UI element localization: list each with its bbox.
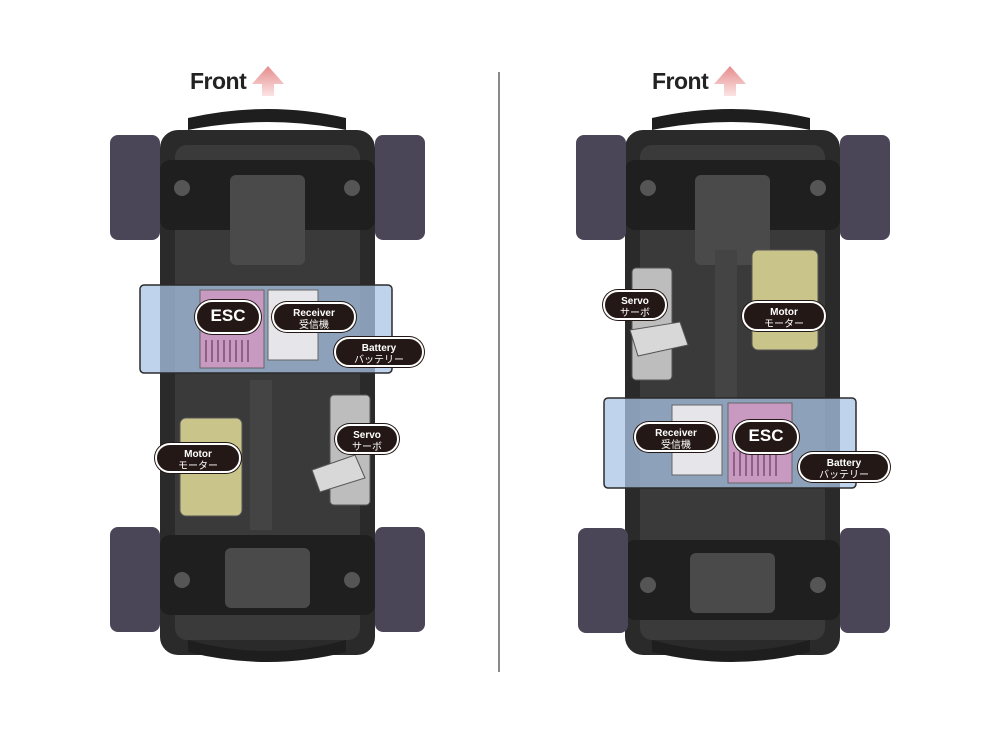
right-front-arrow-icon — [714, 66, 746, 96]
left-servo-label: Servo サーボ — [335, 424, 399, 454]
right-receiver-jp: 受信機 — [661, 440, 691, 451]
right-motor-label: Motor モーター — [742, 301, 826, 331]
right-front-label: Front — [652, 68, 709, 94]
left-front-label: Front — [190, 68, 247, 94]
right-receiver-label: Receiver 受信機 — [634, 422, 718, 452]
left-battery-en: Battery — [361, 343, 397, 354]
right-esc-label: ESC — [733, 420, 799, 454]
left-servo-en: Servo — [353, 430, 381, 441]
right-servo-en: Servo — [621, 296, 649, 307]
right-motor-en: Motor — [770, 307, 798, 318]
right-servo-label: Servo サーボ — [603, 290, 667, 320]
panel-divider — [498, 72, 500, 672]
left-motor-label: Motor モーター — [155, 443, 241, 473]
right-battery-jp: バッテリー — [819, 470, 869, 481]
right-servo-jp: サーボ — [620, 308, 650, 319]
left-battery-jp: バッテリー — [354, 355, 404, 366]
left-receiver-en: Receiver — [293, 308, 335, 319]
left-receiver-label: Receiver 受信機 — [272, 302, 356, 332]
left-esc-label: ESC — [195, 300, 261, 334]
left-receiver-jp: 受信機 — [299, 320, 329, 331]
left-motor-jp: モーター — [178, 461, 218, 472]
left-front-arrow-icon — [252, 66, 284, 96]
right-motor-jp: モーター — [764, 319, 804, 330]
right-battery-label: Battery バッテリー — [798, 452, 890, 482]
left-chassis-illustration — [110, 109, 425, 662]
right-receiver-en: Receiver — [655, 428, 697, 439]
left-servo-jp: サーボ — [352, 442, 382, 453]
left-motor-en: Motor — [184, 449, 212, 460]
left-battery-label: Battery バッテリー — [334, 337, 424, 367]
right-battery-en: Battery — [826, 458, 862, 469]
